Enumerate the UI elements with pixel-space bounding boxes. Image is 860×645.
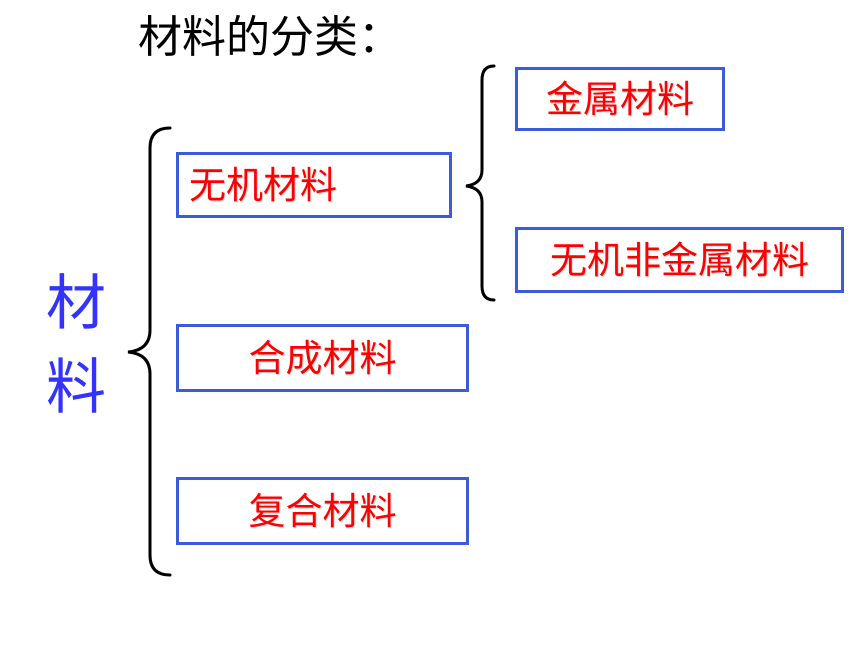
subcategory-box-metal: 金属材料: [515, 67, 725, 131]
subcategory-label-metal: 金属材料: [546, 77, 694, 121]
category-box-inorganic: 无机材料: [176, 152, 452, 218]
subcategory-box-nonmetal: 无机非金属材料: [515, 227, 844, 293]
root-label-char: 材: [46, 269, 106, 339]
sub-brace: [465, 64, 496, 302]
category-box-synthetic: 合成材料: [176, 324, 469, 392]
category-box-composite: 复合材料: [176, 477, 469, 545]
page-title: 材料的分类：: [138, 12, 402, 63]
main-brace: [127, 126, 172, 577]
root-label-materials: 材料: [36, 262, 116, 430]
root-label-char: 料: [46, 353, 106, 423]
category-label-synthetic: 合成材料: [248, 336, 397, 380]
category-label-composite: 复合材料: [248, 489, 397, 533]
subcategory-label-nonmetal: 无机非金属材料: [550, 238, 809, 282]
category-label-inorganic: 无机材料: [189, 163, 337, 207]
